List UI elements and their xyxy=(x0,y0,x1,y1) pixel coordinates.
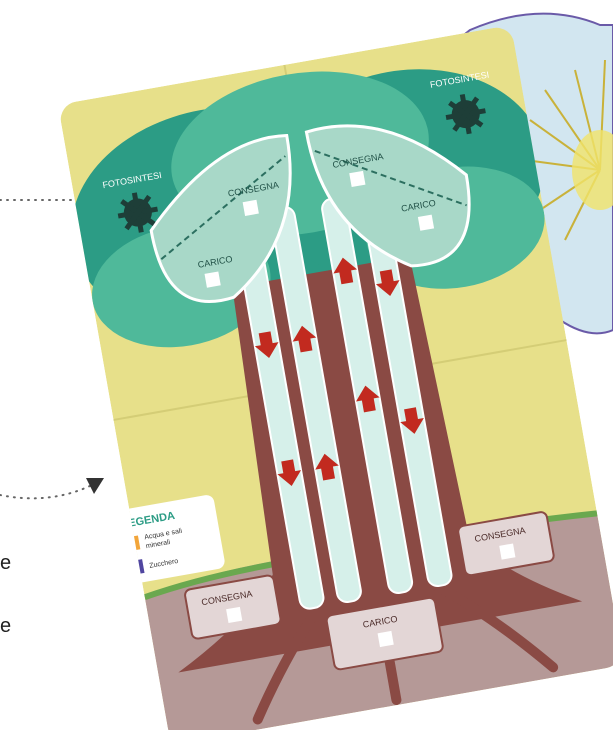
leaf-left-delivery-slot[interactable] xyxy=(243,200,259,216)
legend-swatch-sugar xyxy=(128,559,144,575)
leaf-right-load-slot[interactable] xyxy=(418,215,434,231)
legend-swatch-water xyxy=(124,535,140,551)
tree-board: CONSEGNA CARICO CONSEGNA CARICO xyxy=(33,23,613,730)
leaf-right-delivery-slot[interactable] xyxy=(349,171,365,187)
margin-text-fragment-2: e xyxy=(0,615,11,638)
root-left-slot[interactable] xyxy=(226,607,242,623)
root-center-slot[interactable] xyxy=(378,631,394,647)
margin-text-fragment-1: e xyxy=(0,552,11,575)
root-right-slot[interactable] xyxy=(499,543,515,559)
dotted-pointer-legend xyxy=(0,485,92,498)
leaf-left-load-slot[interactable] xyxy=(205,271,221,287)
